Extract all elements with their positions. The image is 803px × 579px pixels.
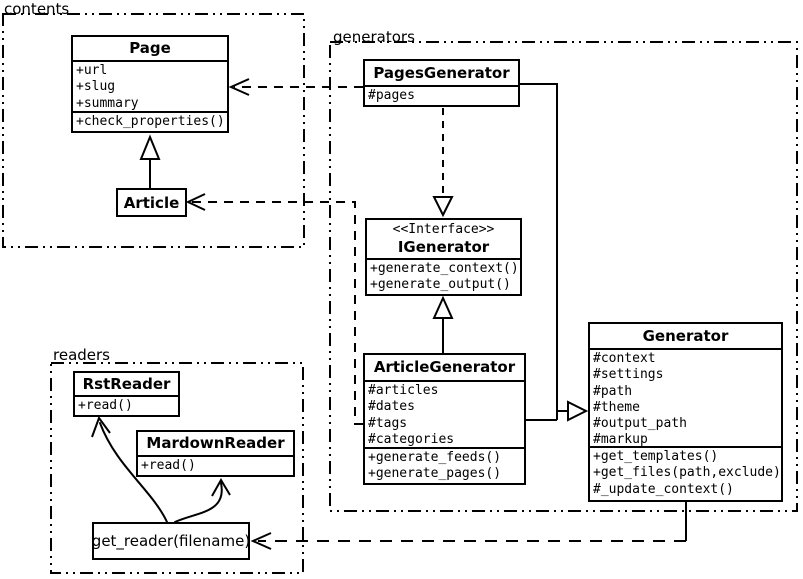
curve-getreader-to-mardownreader xyxy=(174,482,223,523)
method: +read() xyxy=(141,458,196,473)
header-igenerator: <<Interface>> IGenerator xyxy=(367,220,520,258)
class-title-article: Article xyxy=(123,193,180,212)
methods-generator: +get_templates() +get_files(path,exclude… xyxy=(590,446,781,498)
open-arrowhead-to-page xyxy=(228,78,250,96)
attribute: #pages xyxy=(368,88,415,103)
attributes-page: +url +slug +summary xyxy=(73,60,227,111)
package-border-generators xyxy=(329,41,798,512)
class-articlegenerator: ArticleGenerator #articles #dates #tags … xyxy=(363,353,526,485)
class-rstreader: RstReader +read() xyxy=(73,371,180,417)
class-article: Article xyxy=(116,188,187,217)
function-getreader: get_reader(filename) xyxy=(92,522,250,560)
package-border-readers xyxy=(50,362,304,574)
methods-igenerator: +generate_context() +generate_output() xyxy=(367,258,520,294)
methods-rstreader: +read() xyxy=(75,395,178,413)
method: #_update_context() xyxy=(593,481,734,497)
curve-getreader-to-rstreader xyxy=(99,422,168,523)
class-mardownreader: MardownReader +read() xyxy=(136,430,295,477)
attributes-pagesgenerator: #pages xyxy=(365,85,518,105)
class-igenerator: <<Interface>> IGenerator +generate_conte… xyxy=(365,218,522,296)
attribute: #theme xyxy=(593,399,640,415)
open-arrowhead-to-rstreader xyxy=(91,415,111,438)
attribute: #categories xyxy=(368,431,455,447)
methods-page: +check_properties() xyxy=(73,111,227,131)
class-page: Page +url +slug +summary +check_properti… xyxy=(71,35,229,133)
method: +generate_context() xyxy=(370,261,519,276)
function-label-getreader: get_reader(filename) xyxy=(91,532,251,550)
class-title-articlegenerator: ArticleGenerator xyxy=(373,358,516,376)
realization-triangle-pagesgenerator-to-igenerator xyxy=(432,196,454,218)
attribute: +summary xyxy=(76,95,139,111)
package-label-contents: contents xyxy=(4,0,70,18)
methods-mardownreader: +read() xyxy=(138,455,293,473)
package-border-contents xyxy=(2,13,305,248)
method: +get_files(path,exclude) xyxy=(593,465,781,481)
inheritance-line-generators-to-generator xyxy=(520,83,568,421)
attribute: +slug xyxy=(76,79,116,95)
class-title-rstreader: RstReader xyxy=(82,375,171,393)
package-label-generators: generators xyxy=(333,28,415,46)
inheritance-triangle-article-to-page xyxy=(139,134,161,160)
open-arrowhead-to-getreader xyxy=(250,532,272,550)
inheritance-triangle-articlegenerator-to-igenerator xyxy=(432,295,454,319)
attributes-generator: #context #settings #path #theme #output_… xyxy=(590,348,781,446)
method: +generate_output() xyxy=(370,277,511,293)
dependency-line-articlegenerator-to-article xyxy=(190,201,363,425)
attribute: +url xyxy=(76,63,108,78)
attribute: #output_path xyxy=(593,416,687,432)
class-generator: Generator #context #settings #path #them… xyxy=(588,322,783,502)
class-title-mardownreader: MardownReader xyxy=(146,434,285,452)
attributes-articlegenerator: #articles #dates #tags #categories xyxy=(365,380,524,447)
method: +read() xyxy=(78,398,133,413)
method: +generate_feeds() xyxy=(368,450,502,465)
class-pagesgenerator: PagesGenerator #pages xyxy=(363,59,520,107)
open-arrowhead-to-article xyxy=(185,193,206,211)
package-label-readers: readers xyxy=(53,346,110,364)
attribute: #context xyxy=(593,351,656,366)
stereotype-interface: <<Interface>> xyxy=(392,222,495,237)
attribute: #settings xyxy=(593,367,664,383)
attribute: #dates xyxy=(368,399,415,415)
inheritance-triangle-to-generator xyxy=(567,400,589,422)
attribute: #tags xyxy=(368,415,408,431)
attribute: #articles xyxy=(368,383,439,398)
class-title-igenerator: IGenerator xyxy=(397,238,490,256)
method: +check_properties() xyxy=(76,114,225,129)
method: +get_templates() xyxy=(593,449,719,464)
class-title-pagesgenerator: PagesGenerator xyxy=(373,64,510,82)
class-title-page: Page xyxy=(129,39,171,57)
class-title-generator: Generator xyxy=(642,327,729,345)
methods-articlegenerator: +generate_feeds() +generate_pages() xyxy=(365,447,524,483)
attribute: #path xyxy=(593,383,633,399)
attribute: #markup xyxy=(593,432,648,446)
open-arrowhead-to-mardownreader xyxy=(211,478,231,497)
method: +generate_pages() xyxy=(368,466,502,482)
